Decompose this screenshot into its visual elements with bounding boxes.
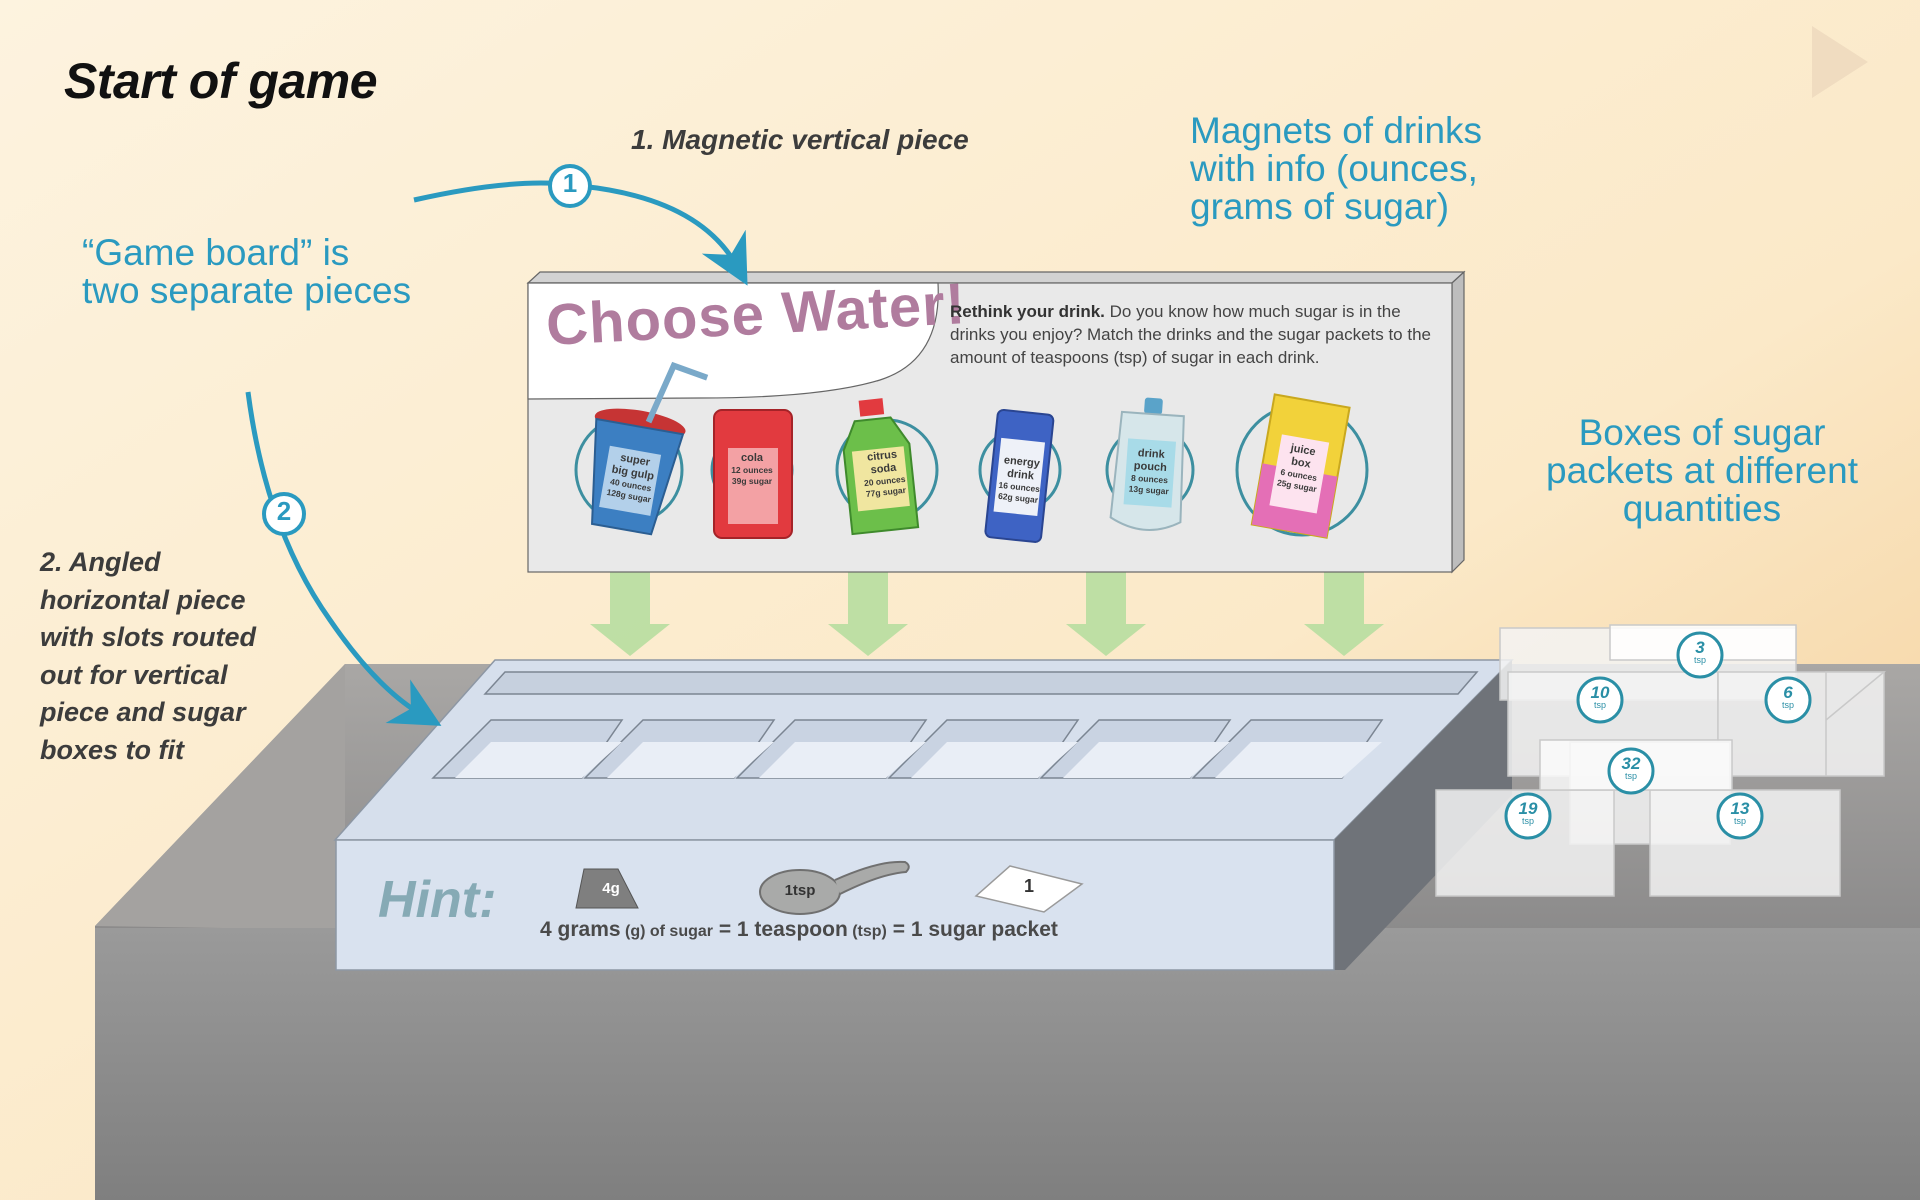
drink-label-energy-drink: energy drink 16 ounces 62g sugar [997,454,1041,505]
hint-label: Hint: [378,871,497,929]
spoon-icon [759,860,910,915]
sugar-box-32[interactable]: 32 tsp [1621,754,1641,781]
drink-magnets [574,361,1369,543]
spoon-icon-label: 1tsp [784,882,816,899]
horizontal-board-piece [333,659,1514,971]
step-badges [262,164,592,536]
step1-badge: 1 [562,168,578,198]
sugar-box-3[interactable]: 3 tsp [1693,638,1706,665]
panel-intro: Rethink your drink. Do you know how much… [950,300,1440,369]
page-title: Start of game [64,53,378,109]
boxes-note-line: quantities [1622,488,1782,529]
step2-note-line: piece and sugar [40,697,246,727]
step2-note-line: 2. Angled [40,547,161,577]
sugar-packet-icon [974,865,1084,913]
step2-note-line: horizontal piece [40,584,246,615]
sugar-box-13[interactable]: 13 tsp [1730,799,1750,826]
panel-intro-text: Do you know how much sugar is in the dri… [950,302,1431,367]
step2-badge: 2 [276,496,292,526]
boxes-note-line: Boxes of sugar [1578,412,1826,453]
boxes-note-line: packets at different [1546,450,1858,491]
magnets-note: Magnets of drinks with info (ounces, gra… [1190,112,1482,226]
sugar-box-labels [1504,631,1812,840]
packet-icon-label: 1 [1023,876,1034,896]
game-board-note-line: two separate pieces [82,270,412,311]
drink-label-drink-pouch: drink pouch 8 ounces 13g sugar [1128,447,1170,497]
drink-label-big-gulp: super big gulp 40 ounces 128g sugar [605,451,655,505]
step1-note: 1. Magnetic vertical piece [631,124,969,155]
drink-label-juice-box: juice box 6 ounces 25g sugar [1276,442,1318,495]
panel-intro-bold: Rethink your drink. [950,302,1105,321]
game-board-note: “Game board” is two separate pieces [82,234,411,310]
hint-equation: 4 grams (g) of sugar = 1 teaspoon (tsp) … [540,918,1058,941]
sugar-box-10[interactable]: 10 tsp [1590,683,1610,710]
next-arrow-icon[interactable] [1812,26,1868,98]
step2-note: 2. Angled horizontal piece with slots ro… [40,544,256,769]
step2-note-line: boxes to fit [40,734,185,765]
drink-label-citrus-soda: citrus soda 20 ounces 77g sugar [863,448,907,499]
sugar-box-19[interactable]: 19 tsp [1518,799,1538,826]
slot-arrows [590,566,1384,656]
game-board-note-line: “Game board” is [82,232,350,273]
boxes-note: Boxes of sugar packets at different quan… [1520,414,1884,528]
drink-label-cola: cola 12 ounces 39g sugar [731,452,773,486]
weight-icon-label: 4g [602,880,620,897]
step2-note-line: with slots routed [40,622,256,652]
magnets-note-line: with info (ounces, [1190,148,1478,189]
magnets-note-line: Magnets of drinks [1190,110,1483,151]
step2-note-line: out for vertical [40,659,228,690]
weight-icon [575,868,639,909]
magnets-note-line: grams of sugar) [1190,186,1450,227]
table-front [95,928,1920,1200]
sugar-box-6[interactable]: 6 tsp [1781,683,1794,710]
